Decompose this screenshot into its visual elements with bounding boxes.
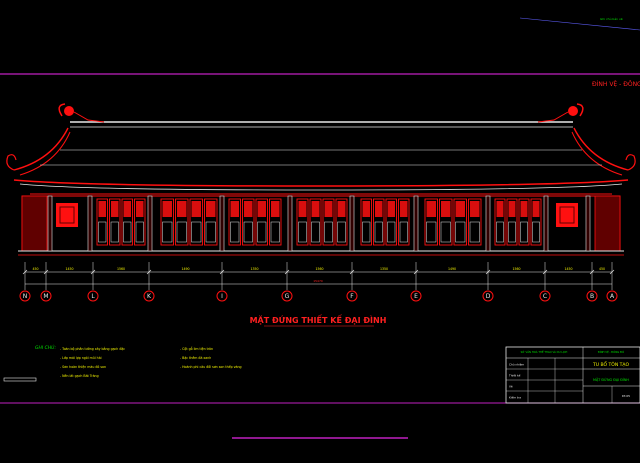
axis-marker-k: K xyxy=(143,262,155,302)
notes: GHI CHÚ: - Toàn bộ phần tường xây bằng g… xyxy=(3,344,242,382)
dimension-value: 1450 xyxy=(65,267,73,271)
notes-marker xyxy=(3,377,37,382)
title-block-company: SỞ VĂN HOÁ THỂ THAO VÀ DU LỊCH xyxy=(521,349,568,354)
column xyxy=(349,195,355,252)
dimension-value: 1490 xyxy=(181,267,189,271)
columns xyxy=(47,195,591,252)
axis-marker-n: N xyxy=(19,262,31,302)
note-line: - Nền lát gạch Bát Tràng xyxy=(60,374,99,378)
roof xyxy=(6,103,636,195)
total-dimension: 15470 xyxy=(313,279,323,283)
column xyxy=(585,195,591,252)
axis-marker-l: L xyxy=(87,262,99,302)
dimension-labels: 450 1450 1560 1490 1350 1560 1350 1490 1560 1450 4… xyxy=(22,267,615,275)
dimension-value: 1350 xyxy=(380,267,388,271)
dimension-value: 1560 xyxy=(117,267,125,271)
facade-body xyxy=(18,195,624,256)
title-block-row-label: Thiết kế xyxy=(508,374,521,378)
axis-label: C xyxy=(543,293,547,300)
axis-marker-e: E xyxy=(410,262,422,302)
axis-marker-f: F xyxy=(346,262,358,302)
axis-label: L xyxy=(91,293,95,300)
title-block: SỞ VĂN HOÁ THỂ THAO VÀ DU LỊCH ĐÌNH VỆ -… xyxy=(505,346,640,404)
column xyxy=(87,195,93,252)
door-bay xyxy=(160,198,218,246)
title-block-code: KT-05 xyxy=(622,394,630,398)
axis-label: A xyxy=(610,293,615,300)
axis-marker-g: G xyxy=(281,262,293,302)
column xyxy=(413,195,419,252)
door-bay xyxy=(96,198,146,246)
side-wall-right xyxy=(594,195,621,252)
axis-label: I xyxy=(221,293,223,300)
axis-label: N xyxy=(23,293,28,300)
dimension-value: 1490 xyxy=(448,267,456,271)
dimension-value: 450 xyxy=(32,267,38,271)
axis-label: G xyxy=(285,293,290,300)
axis-marker-m: M xyxy=(40,262,52,302)
axis-label: M xyxy=(43,293,48,300)
notes-column-2: - Cột gỗ lim tiện tròn - Bậc thềm đá xanh… xyxy=(180,346,242,369)
axis-label: D xyxy=(486,293,491,300)
axis-label: K xyxy=(147,293,152,300)
note-line: - Cột gỗ lim tiện tròn xyxy=(180,346,213,351)
axis-label: E xyxy=(414,293,418,300)
axis-label: B xyxy=(590,293,594,300)
title-block-sheet: MẶT ĐỨNG ĐẠI ĐÌNH xyxy=(593,377,629,382)
notes-heading: GHI CHÚ: xyxy=(35,344,56,351)
title-block-row-label: Kiểm tra xyxy=(509,395,521,400)
drawing-title: MẶT ĐỨNG THIẾT KẾ ĐẠI ĐÌNH xyxy=(250,313,387,325)
axis-marker-i: I xyxy=(216,262,228,302)
drawing-header-label: ĐÌNH VỆ - ĐÔNG xyxy=(592,80,640,88)
note-line: - Sơn hoàn thiện màu đỏ son xyxy=(60,365,106,369)
column xyxy=(543,195,549,252)
ridge-ornament-left xyxy=(64,106,74,116)
round-window-right xyxy=(556,203,578,227)
door-panels xyxy=(96,198,542,246)
side-wall-left xyxy=(21,195,48,252)
axis-marker-d: D xyxy=(482,262,494,302)
column xyxy=(147,195,153,252)
note-line: - Toàn bộ phần tường xây bằng gạch đặc xyxy=(60,346,125,351)
dimension-value: 1350 xyxy=(250,267,258,271)
ridge-ornament-right xyxy=(568,106,578,116)
door-bay xyxy=(360,198,410,246)
top-right-note: Ghi chú bản vẽ xyxy=(600,17,623,21)
notes-column-1: - Toàn bộ phần tường xây bằng gạch đặc - … xyxy=(60,346,125,378)
axis-marker-c: C xyxy=(539,262,551,302)
column xyxy=(219,195,225,252)
column xyxy=(485,195,491,252)
column xyxy=(287,195,293,252)
title-block-project: ĐÌNH VỆ - ĐÔNG ĐÔ xyxy=(598,349,624,354)
dimension-value: 1560 xyxy=(315,267,323,271)
axis-marker-a: A xyxy=(606,262,618,302)
column xyxy=(47,195,53,252)
round-window-left xyxy=(56,203,78,227)
dimension-lines: 450 1450 1560 1490 1350 1560 1350 1490 1560 1450 4… xyxy=(22,267,615,285)
title-block-name: TU BỔ TÔN TẠO xyxy=(592,360,629,368)
door-bay xyxy=(424,198,482,246)
note-line: - Hoành phi câu đối sơn son thếp vàng xyxy=(180,365,242,369)
dimension-value: 1450 xyxy=(564,267,572,271)
door-bay xyxy=(494,198,542,246)
note-line: - Lớp mái lợp ngói mũi hài xyxy=(60,356,102,360)
axis-marker-b: B xyxy=(586,262,598,302)
dimension-value: 450 xyxy=(599,267,605,271)
dimension-value: 1560 xyxy=(512,267,520,271)
title-block-row-label: Chủ nhiệm xyxy=(509,363,524,367)
door-bay xyxy=(296,198,348,246)
door-bay xyxy=(228,198,282,246)
note-line: - Bậc thềm đá xanh xyxy=(180,356,211,360)
axis-label: F xyxy=(350,293,354,300)
title-block-row-label: Vẽ xyxy=(509,385,513,389)
